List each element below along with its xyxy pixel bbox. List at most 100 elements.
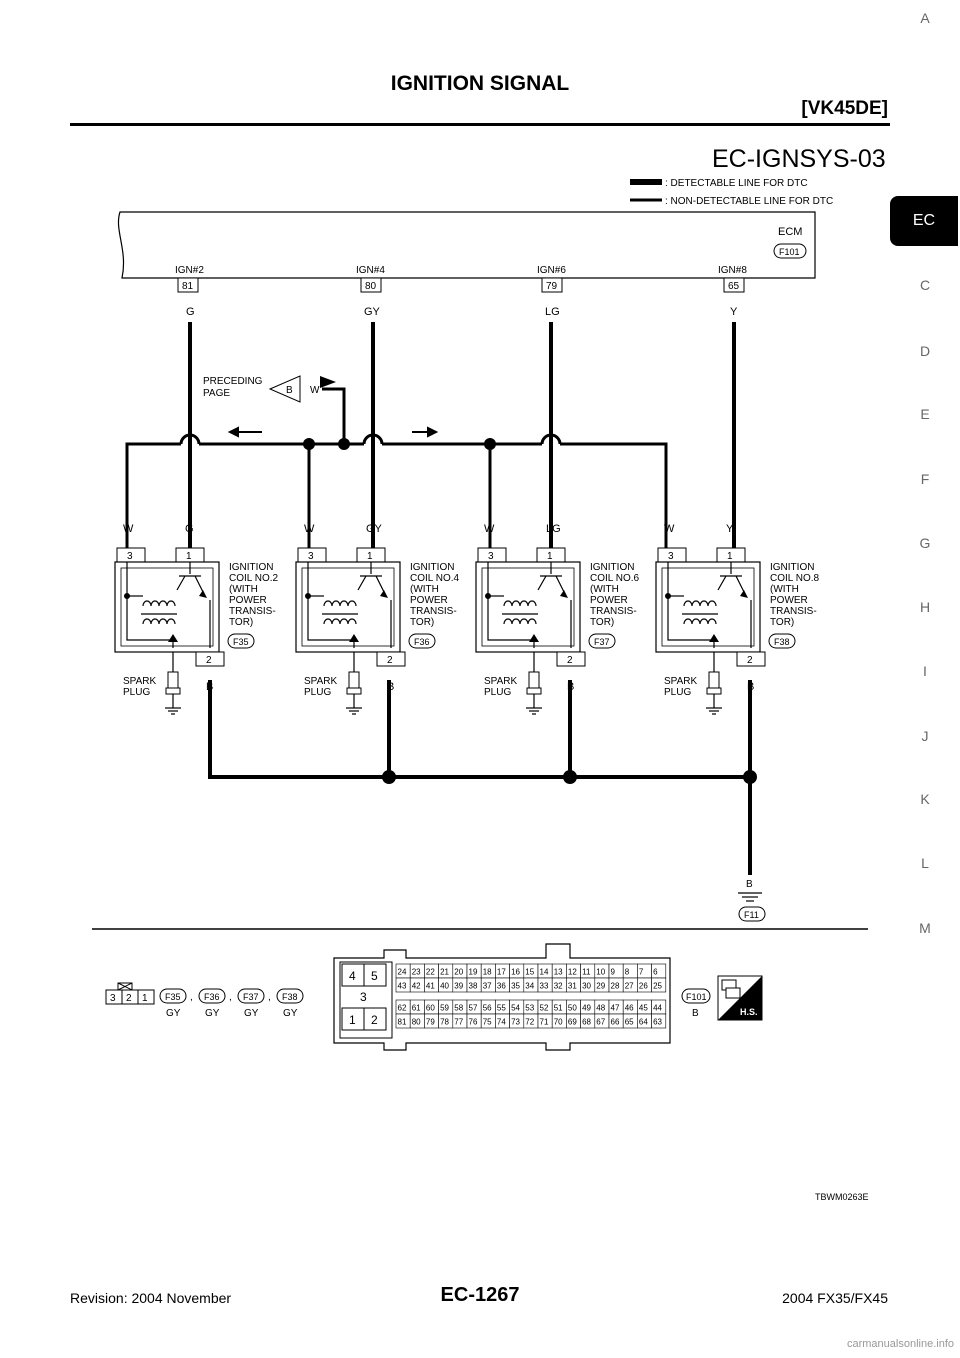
preceding-page-line1: PRECEDING xyxy=(203,376,263,387)
spark-plug-label: PLUG xyxy=(304,687,331,698)
ecm-terminal: 48 xyxy=(596,1004,605,1013)
ecm-terminal: 63 xyxy=(653,1018,662,1027)
nav-item-ec[interactable]: EC xyxy=(890,196,958,246)
ecm-terminal: 56 xyxy=(483,1004,492,1013)
nav-item-f[interactable]: F xyxy=(920,471,930,487)
ecm-terminal: 75 xyxy=(483,1018,492,1027)
direction-arrows xyxy=(227,426,439,438)
svg-text:,: , xyxy=(229,992,232,1003)
nav-item-j[interactable]: J xyxy=(921,728,929,744)
ecm-terminal: 60 xyxy=(426,1004,435,1013)
ecm-pin-number: 81 xyxy=(182,281,194,292)
coil-wire-signal: G xyxy=(185,523,194,535)
nav-item-m[interactable]: M xyxy=(919,920,931,936)
coil-name-line: (WITH xyxy=(229,584,258,595)
nav-item-i[interactable]: I xyxy=(923,663,927,679)
ecm-label: ECM xyxy=(778,226,802,238)
coil-name-line: IGNITION xyxy=(590,562,634,573)
connector-id: F37 xyxy=(243,992,259,1002)
ecm-terminal: 59 xyxy=(440,1004,449,1013)
nav-item-h[interactable]: H xyxy=(919,599,931,615)
ecm-terminal: 35 xyxy=(511,982,520,991)
coil-connector-id: F38 xyxy=(774,637,790,647)
ecm-pin-ign2: IGN#2 81 G xyxy=(175,265,204,318)
coil-wire-w: W xyxy=(664,523,675,535)
ecm-terminal: 8 xyxy=(625,968,630,977)
ecm-terminal: 17 xyxy=(497,968,506,977)
ecm-pin-wire: LG xyxy=(545,306,560,318)
nav-item-a[interactable]: A xyxy=(920,10,930,26)
ecm-pin-name: IGN#4 xyxy=(356,265,385,276)
ecm-terminal: 18 xyxy=(483,968,492,977)
ecm-terminal: 6 xyxy=(653,968,658,977)
nav-item-l[interactable]: L xyxy=(921,855,929,871)
svg-text:,: , xyxy=(190,992,193,1003)
coil-pin-3: 3 xyxy=(308,551,314,562)
spark-plug-label: SPARK xyxy=(304,676,337,687)
connector-color: GY xyxy=(244,1008,259,1019)
ecm-terminal: 20 xyxy=(454,968,463,977)
coil-name-line: (WITH xyxy=(410,584,439,595)
junction-dot xyxy=(338,438,350,450)
ecm-terminal: 34 xyxy=(525,982,534,991)
ecm-terminal: 69 xyxy=(568,1018,577,1027)
coil-pin-1: 1 xyxy=(547,551,553,562)
nav-item-e[interactable]: E xyxy=(920,406,930,422)
ecm-terminal: 51 xyxy=(554,1004,563,1013)
ecm-terminal: 80 xyxy=(412,1018,421,1027)
nav-item-g[interactable]: G xyxy=(919,535,931,551)
ecm-terminal: 42 xyxy=(412,982,421,991)
nav-item-c[interactable]: C xyxy=(919,277,931,293)
ecm-terminal: 28 xyxy=(611,982,620,991)
coil-wire-signal: Y xyxy=(726,523,734,535)
ecm-terminal: 32 xyxy=(554,982,563,991)
legend-detectable-label: : DETECTABLE LINE FOR DTC xyxy=(665,178,808,189)
spark-plug-label: SPARK xyxy=(664,676,697,687)
legend-non-detectable-label: : NON-DETECTABLE LINE FOR DTC xyxy=(665,196,833,207)
ecm-pin-wire: Y xyxy=(730,306,738,318)
ecm-box xyxy=(117,211,816,279)
ecm-terminal: 23 xyxy=(412,968,421,977)
ecm-terminal: 74 xyxy=(497,1018,506,1027)
watermark: carmanualsonline.info xyxy=(846,1338,954,1350)
coil-name-line: IGNITION xyxy=(770,562,814,573)
connector-id: F36 xyxy=(204,992,220,1002)
ecm-pin-number: 79 xyxy=(546,281,558,292)
coil-pin-2: 2 xyxy=(747,655,753,666)
ecm-terminal: 9 xyxy=(611,968,616,977)
ecm-terminal: 29 xyxy=(596,982,605,991)
nav-item-d[interactable]: D xyxy=(919,343,931,359)
preceding-page-flag xyxy=(268,375,301,403)
ecm-terminal: 10 xyxy=(596,968,605,977)
ecm-block-pin: 4 xyxy=(349,969,356,983)
ecm-terminal: 40 xyxy=(440,982,449,991)
connector-color: GY xyxy=(205,1008,220,1019)
ecm-connector-badge xyxy=(773,243,807,259)
ecm-terminal: 36 xyxy=(497,982,506,991)
ecm-terminal: 39 xyxy=(454,982,463,991)
nav-item-k[interactable]: K xyxy=(920,791,930,807)
coil-pin-2: 2 xyxy=(206,655,212,666)
coil-name-line: (WITH xyxy=(590,584,619,595)
coil-wire-w: W xyxy=(484,523,495,535)
junction-dot xyxy=(563,770,577,784)
coil-pin-2: 2 xyxy=(387,655,393,666)
junction-dot xyxy=(743,770,757,784)
revision-date: Revision: 2004 November xyxy=(70,1290,232,1306)
ecm-terminal: 21 xyxy=(440,968,449,977)
hs-badge-icon: H.S. xyxy=(717,975,763,1021)
junction-dot xyxy=(484,438,496,450)
coil-name-line: TRANSIS- xyxy=(770,606,817,617)
coil-connector-ids: F35 GY , F36 GY , F37 GY , F38 GY xyxy=(159,988,304,1019)
preceding-page-wire: W xyxy=(310,385,320,396)
ecm-terminal: 68 xyxy=(582,1018,591,1027)
ground-connector-id: F11 xyxy=(744,910,759,920)
ecm-terminal: 22 xyxy=(426,968,435,977)
coil-name-line: (WITH xyxy=(770,584,799,595)
ecm-face-badge xyxy=(681,988,711,1004)
preceding-wire-w xyxy=(322,387,346,444)
